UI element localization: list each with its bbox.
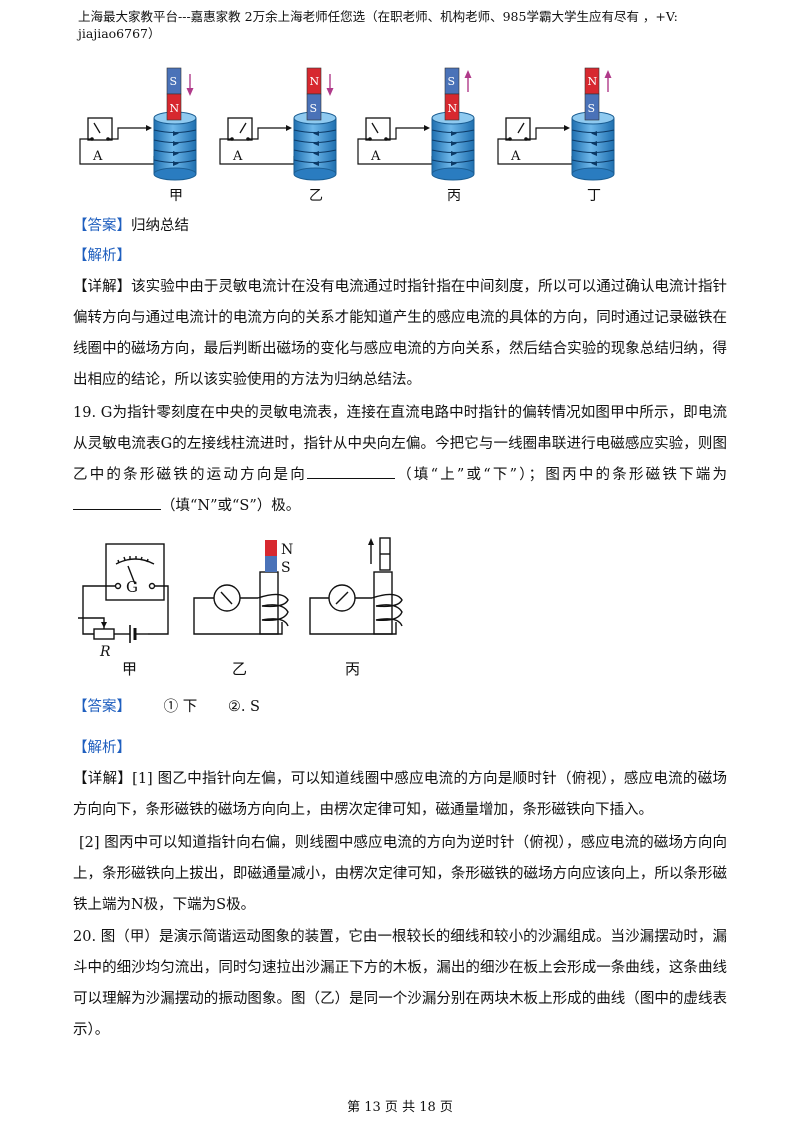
q19-answer-1: 下 <box>182 699 198 715</box>
q18-analysis-line: 【解析】 <box>73 246 727 266</box>
coil <box>153 117 197 175</box>
q19-answer-2: . S <box>240 699 260 715</box>
page-footer: 第 13 页 共 18 页 <box>347 1100 453 1115</box>
q19-answer-line: 【答案】 ① 下 ②. S <box>73 697 727 717</box>
magnet-south <box>265 556 277 572</box>
ammeter-icon <box>227 117 253 141</box>
g-label: G <box>126 578 138 596</box>
q19-part1: 19. G为指针零刻度在中央的灵敏电流表，连接在直流电路中时指针的偏转情况如图甲… <box>73 405 727 483</box>
figure-jia <box>78 543 169 643</box>
caption-3: 丙 <box>447 188 461 204</box>
q19-part3: （填“N”或“S”）极。 <box>161 498 301 514</box>
q20-text: 20. 图（甲）是演示简谐运动图象的装置，它由一根较长的细线和较小的沙漏组成。当… <box>73 929 727 1038</box>
q19-part2: （填“上”或“下”）；图丙中的条形磁铁下端为 <box>394 467 727 483</box>
detail-tag: 【详解】 <box>73 279 132 295</box>
answer-tag: 【答案】 <box>73 218 131 234</box>
magnet-bottom-label: S <box>310 102 318 115</box>
magnet-bottom-label: N <box>170 102 180 115</box>
q19-detail-2: [2] 图丙中可以知道指针向右偏，则线圈中感应电流的方向为逆时针（俯视），感应电… <box>73 828 727 921</box>
answer-mark-2: ② <box>227 699 241 715</box>
q18-detail-text: 该实验中由于灵敏电流计在没有电流通过时指针指在中间刻度，所以可以通过确认电流计指… <box>73 279 728 388</box>
ammeter-icon <box>87 117 113 141</box>
q19-blank-1 <box>306 464 395 479</box>
r-label: R <box>99 644 111 660</box>
caption-1: 甲 <box>169 188 183 204</box>
magnet-bottom <box>306 93 322 121</box>
analysis-tag: 【解析】 <box>73 740 131 756</box>
q19-blank-2 <box>73 495 161 510</box>
q18-detail: 【详解】该实验中由于灵敏电流计在没有电流通过时指针指在中间刻度，所以可以通过确认… <box>73 272 727 396</box>
caption-jia: 甲 <box>122 660 137 678</box>
ammeter-label: A <box>232 149 243 164</box>
figure-bing <box>309 537 403 635</box>
s-label: S <box>281 560 291 576</box>
magnet-north <box>265 540 277 556</box>
figure-yi <box>193 571 289 635</box>
n-label: N <box>281 542 293 558</box>
q20-question: 20. 图（甲）是演示简谐运动图象的装置，它由一根较长的细线和较小的沙漏组成。当… <box>73 922 727 1046</box>
magnet-bottom <box>584 93 600 121</box>
magnet-bottom <box>444 93 460 121</box>
q19-question: 19. G为指针零刻度在中央的灵敏电流表，连接在直流电路中时指针的偏转情况如图甲… <box>73 398 727 522</box>
experiment-3: A S N 丙 <box>357 67 475 204</box>
magnet-top-label: N <box>588 75 598 88</box>
caption-2: 乙 <box>309 188 323 204</box>
experiment-4: A N S 丁 <box>497 67 615 204</box>
caption-4: 丁 <box>587 188 601 204</box>
ammeter-icon <box>505 117 531 141</box>
magnet-top-label: S <box>448 75 456 88</box>
coil <box>293 117 337 175</box>
q19-detail-1: 【详解】[1] 图乙中指针向左偏，可以知道线圈中感应电流的方向是顺时针（俯视），… <box>73 764 727 826</box>
figure-galvanometer-circuits: G R N S 甲 乙 丙 <box>78 537 403 678</box>
experiment-2: A N S 乙 <box>219 67 337 204</box>
q19-analysis-line: 【解析】 <box>73 738 727 758</box>
q18-answer-line: 【答案】归纳总结 <box>73 216 727 236</box>
coil <box>431 117 475 175</box>
ammeter-icon <box>365 117 391 141</box>
experiment-1: A S N 甲 <box>79 67 197 204</box>
page-header: 上海最大家教平台---嘉惠家教 2万余上海老师任您选（在职老师、机构老师、985… <box>78 9 678 41</box>
q19-detail-2-text: [2] 图丙中可以知道指针向右偏，则线圈中感应电流的方向为逆时针（俯视），感应电… <box>73 835 727 913</box>
analysis-tag: 【解析】 <box>73 248 131 264</box>
magnet-bottom <box>166 93 182 121</box>
figure-magnet-coil-experiments: A S N 甲 A N S 乙 A S N 丙 A N S 丁 <box>79 67 615 204</box>
answer-tag: 【答案】 <box>73 699 131 715</box>
q19-detail-1-text: [1] 图乙中指针向左偏，可以知道线圈中感应电流的方向是顺时针（俯视），感应电流… <box>73 771 727 818</box>
ammeter-label: A <box>370 149 381 164</box>
detail-tag: 【详解】 <box>73 771 133 787</box>
magnet-bottom-label: N <box>448 102 458 115</box>
ammeter-label: A <box>92 149 103 164</box>
q18-answer: 归纳总结 <box>131 218 189 234</box>
coil <box>571 117 615 175</box>
caption-bing: 丙 <box>345 660 360 678</box>
magnet-top-label: S <box>170 75 178 88</box>
answer-mark-1: ① <box>163 699 179 715</box>
magnet-top-label: N <box>310 75 320 88</box>
ammeter-label: A <box>510 149 521 164</box>
magnet-bottom-label: S <box>588 102 596 115</box>
caption-yi: 乙 <box>232 660 247 678</box>
